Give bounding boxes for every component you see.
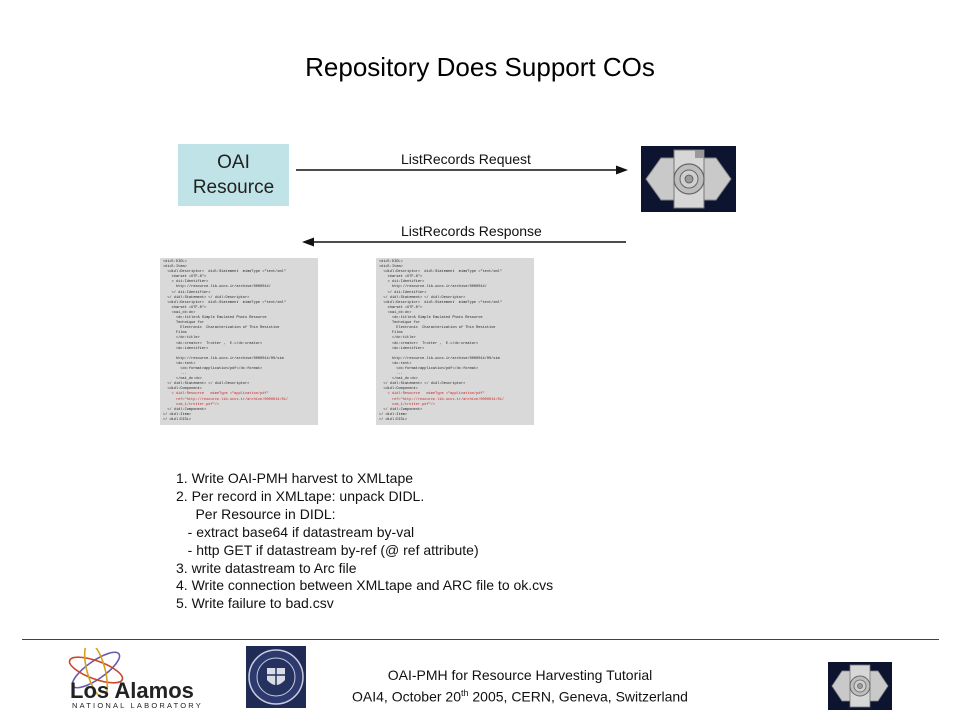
- xml-line: <dc:creator> Trotter , E.</dc:creator>: [379, 341, 479, 346]
- step-item: 1. Write OAI-PMH harvest to XMLtape: [176, 470, 414, 486]
- xml-line: <didl:Item>: [163, 265, 187, 270]
- xml-line: </ didl:Statement> </ didl:Descriptor>: [163, 295, 250, 300]
- xml-line: sim_1/trotter.pdf"/>: [163, 402, 220, 407]
- lanl-logo-subtext: NATIONAL LABORATORY: [72, 701, 203, 710]
- xml-line: <dc:title>A Simple Emulated Photo Resour…: [163, 316, 267, 321]
- xml-line: <dc:text>: [163, 361, 196, 366]
- xml-document-1: <didl:DIDL><didl:Item> <didl:Descriptor>…: [160, 258, 318, 425]
- lanl-logo-text: Los Alamos: [70, 678, 194, 703]
- xml-line: </oai_dc:dc>: [379, 377, 418, 382]
- xml-line: ...: [163, 372, 187, 377]
- xml-line: <dc:creator> Trotter , E.</dc:creator>: [163, 341, 263, 346]
- slide-title: Repository Does Support COs: [305, 52, 655, 82]
- response-label: ListRecords Response: [401, 223, 542, 239]
- xml-line: <oai_dc:dc>: [379, 310, 412, 315]
- xml-line: http://resource.lib.uccs.ir/archive/0000…: [379, 356, 500, 361]
- xml-line: charset =UTF-8">: [379, 275, 423, 280]
- step-item: - extract base64 if datastream by-val: [176, 523, 415, 540]
- xml-line: <didl:DIDL>: [379, 260, 403, 264]
- response-arrow: [302, 237, 626, 247]
- xml-line: <didl:Descriptor> didl:Statement mimeTyp…: [379, 270, 502, 275]
- step-item: 4. Write connection between XMLtape and …: [176, 577, 554, 594]
- xml-line: </ didl:Statement> </ didl:Descriptor>: [163, 382, 250, 387]
- steps-list: 1. Write OAI-PMH harvest to XMLtape 2. P…: [176, 470, 553, 613]
- xml-line: <dc:format>application/pdf</dc:format>: [379, 366, 479, 371]
- footer-divider: [22, 639, 939, 640]
- xml-line: <didl:Component>: [379, 387, 418, 392]
- xml-line: </ dii:Identifier>: [163, 290, 211, 295]
- xml-line: charset =UTF-8">: [379, 305, 423, 310]
- xml-line: <dc:text>: [379, 361, 412, 366]
- repository-disc-icon: [828, 662, 892, 710]
- footer-line1: OAI-PMH for Resource Harvesting Tutorial: [387, 667, 653, 683]
- xml-line: charset =UTF-8">: [163, 275, 207, 280]
- footer-text: OAI-PMH for Resource Harvesting Tutorial…: [320, 666, 720, 706]
- footer-line2-prefix: OAI4, October 20: [352, 688, 461, 705]
- oai-resource-line2: Resource: [192, 177, 275, 198]
- xml-line: </ didl:DIDL>: [379, 417, 408, 422]
- xml-doc-2-body: <didl:DIDL><didl:Item> <didl:Descriptor>…: [379, 260, 531, 423]
- xml-line: </dc:title>: [163, 336, 200, 341]
- xml-line: </ didl:Component>: [379, 407, 423, 412]
- xml-line: <dc:format>application/pdf</dc:format>: [163, 366, 263, 371]
- xml-line: Technique for: [379, 321, 420, 326]
- xml-line: <dc:title>A Simple Emulated Photo Resour…: [379, 316, 483, 321]
- xml-line: <didl:Component>: [163, 387, 202, 392]
- xml-line: http://resource.lib.uccs.ir/archive/0000…: [163, 356, 284, 361]
- footer-line2-sup: th: [460, 688, 469, 698]
- step-item: 3. write datastream to Arc file: [176, 559, 357, 576]
- oai-resource-line1: OAI: [217, 152, 250, 173]
- xml-line: Films: [163, 331, 187, 336]
- xml-line: ref="http://resource.lib.uccs.ir/archive…: [163, 397, 289, 402]
- xml-line: </ didl:Item>: [379, 412, 408, 417]
- xml-line: sim_1/trotter.pdf"/>: [379, 402, 436, 407]
- xml-line: </ didl:Statement> </ didl:Descriptor>: [379, 295, 466, 300]
- footer-line2-suffix: 2005, CERN, Geneva, Switzerland: [468, 688, 688, 705]
- xml-line: <didl:Item>: [379, 265, 403, 270]
- xml-line: Electronic Characterization of Thin Resi…: [379, 326, 496, 331]
- oai-resource-box: OAI Resource: [178, 144, 289, 206]
- xml-line: </ dii:Identifier>: [379, 290, 427, 295]
- xml-line: Technique for: [163, 321, 204, 326]
- xml-line: <didl:Descriptor> didl:Statement mimeTyp…: [163, 300, 286, 305]
- repository-disc-icon: [641, 146, 736, 212]
- xml-line: <didl:Descriptor> didl:Statement mimeTyp…: [379, 300, 502, 305]
- xml-line: http://resource.lib.uccs.ir/archive/0000…: [163, 285, 271, 290]
- request-label: ListRecords Request: [401, 151, 531, 167]
- xml-line: ...: [379, 372, 403, 377]
- xml-line: <didl:DIDL>: [163, 260, 187, 264]
- xml-line: <dc:identifier>: [379, 346, 425, 351]
- step-item: Per Resource in DIDL:: [176, 505, 336, 522]
- step-item: 2. Per record in XMLtape: unpack DIDL.: [176, 487, 425, 504]
- university-seal-icon: [246, 646, 306, 708]
- xml-line: </ didl:Item>: [163, 412, 192, 417]
- xml-line: < dii:Identifier>: [163, 280, 209, 285]
- step-item: 5. Write failure to bad.csv: [176, 595, 334, 612]
- los-alamos-logo: Los Alamos NATIONAL LABORATORY: [68, 648, 203, 710]
- footer-line2: OAI4, October 20th 2005, CERN, Geneva, S…: [320, 684, 720, 706]
- request-arrow: [296, 165, 628, 175]
- xml-document-2: <didl:DIDL><didl:Item> <didl:Descriptor>…: [376, 258, 534, 425]
- xml-line: </oai_dc:dc>: [163, 377, 202, 382]
- xml-line: < didl:Resource mimeType ="application/p…: [379, 392, 485, 397]
- xml-line: Electronic Characterization of Thin Resi…: [163, 326, 280, 331]
- xml-line: <oai_dc:dc>: [163, 310, 196, 315]
- xml-line: </ didl:Statement> </ didl:Descriptor>: [379, 382, 466, 387]
- step-item: - http GET if datastream by-ref (@ ref a…: [176, 541, 479, 558]
- xml-line: </ didl:DIDL>: [163, 417, 192, 422]
- xml-line: </dc:title>: [379, 336, 416, 341]
- xml-line: <didl:Descriptor> didl:Statement mimeTyp…: [163, 270, 286, 275]
- xml-line: <dc:identifier>: [163, 346, 209, 351]
- xml-line: < dii:Identifier>: [379, 280, 425, 285]
- xml-line: < didl:Resource mimeType ="application/p…: [163, 392, 269, 397]
- xml-line: ref="http://resource.lib.uccs.ir/archive…: [379, 397, 505, 402]
- xml-line: </ didl:Component>: [163, 407, 207, 412]
- xml-line: http://resource.lib.uccs.ir/archive/0000…: [379, 285, 487, 290]
- xml-doc-1-body: <didl:DIDL><didl:Item> <didl:Descriptor>…: [163, 260, 315, 423]
- xml-line: charset =UTF-8">: [163, 305, 207, 310]
- xml-line: Films: [379, 331, 403, 336]
